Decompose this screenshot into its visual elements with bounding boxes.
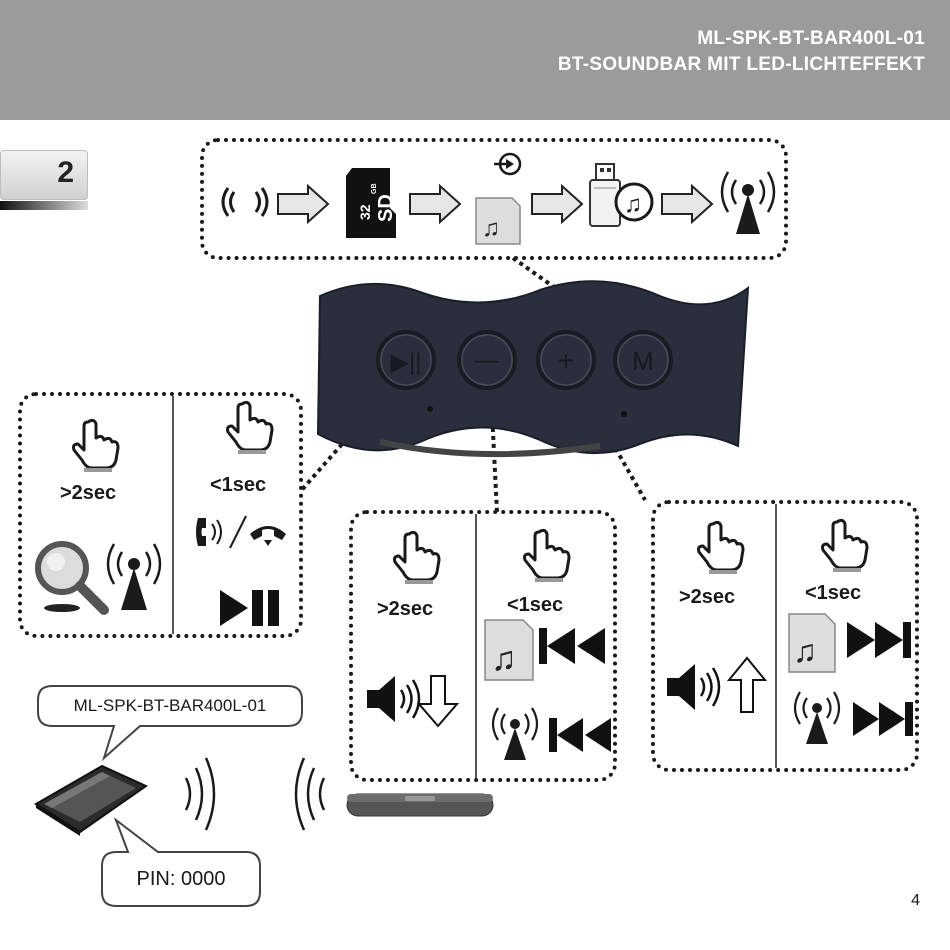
mode-button[interactable]: M [615, 332, 671, 388]
hand-press-icon [224, 400, 274, 454]
mode-label: M [632, 346, 654, 376]
short-press-label: <1sec [507, 594, 563, 617]
fm-radio-icon [722, 172, 774, 234]
arrow-icon [278, 186, 328, 222]
plus-button-functions-box: >2sec <1sec ♫ [651, 500, 919, 772]
mode-sequence-box: 32 GB SD ♫ ♫ [200, 138, 788, 260]
long-press-label: >2sec [377, 598, 433, 621]
volume-minus-button[interactable]: — [459, 332, 515, 388]
sd-card-icon: 32 GB SD [346, 168, 397, 238]
volume-up-icon [665, 656, 769, 716]
play-pause-icon [218, 588, 288, 628]
soundbar-icon [345, 790, 495, 820]
volume-plus-button[interactable]: + [538, 332, 594, 388]
aux-in-icon: ♫ [476, 154, 520, 244]
fm-radio-icon [104, 538, 164, 608]
minus-button-functions-box: >2sec <1sec ♫ [349, 510, 617, 782]
tablet-icon [30, 760, 150, 840]
volume-down-icon [365, 672, 465, 728]
device-name-bubble: ML-SPK-BT-BAR400L-01 [38, 686, 302, 726]
sd-capacity: 32 [357, 204, 373, 220]
minus-label: — [475, 347, 499, 374]
call-controls [192, 512, 292, 552]
hand-press-icon [391, 530, 441, 584]
music-previous-icon: ♫ [483, 618, 613, 684]
bluetooth-icon [223, 188, 267, 216]
play-button-functions-box: >2sec <1sec [18, 392, 303, 638]
wireless-signal-icon [180, 744, 330, 844]
sd-type: SD [375, 194, 397, 222]
sd-unit: GB [371, 184, 378, 195]
plus-label: + [558, 345, 574, 376]
pin-bubble: PIN: 0000 [102, 852, 260, 906]
play-pause-button[interactable]: ▶|| [378, 332, 434, 388]
hand-press-icon [521, 528, 571, 582]
arrow-icon [410, 186, 460, 222]
svg-text:♫: ♫ [482, 215, 500, 242]
long-press-label: >2sec [60, 482, 116, 505]
svg-text:♫: ♫ [624, 191, 642, 218]
divider [172, 396, 174, 634]
short-press-label: <1sec [210, 474, 266, 497]
divider [475, 514, 477, 778]
hand-press-icon [819, 518, 869, 572]
phone-call-icon [196, 518, 221, 546]
short-press-label: <1sec [805, 582, 861, 605]
usb-music-icon: ♫ [590, 164, 652, 226]
search-icon [30, 536, 110, 616]
play-pause-label: ▶|| [391, 349, 422, 376]
long-press-label: >2sec [679, 586, 735, 609]
hand-press-icon [695, 520, 745, 574]
music-next-icon: ♫ [787, 612, 917, 676]
svg-text:♫: ♫ [491, 640, 517, 678]
arrow-icon [662, 186, 712, 222]
arrow-icon [532, 186, 582, 222]
hang-up-icon [250, 526, 286, 546]
svg-text:♫: ♫ [793, 633, 817, 669]
divider [775, 504, 777, 768]
speaker-control-panel: ▶|| — + M [310, 274, 760, 469]
radio-next-icon [789, 690, 919, 746]
hand-press-icon [70, 418, 120, 472]
page-number: 4 [911, 892, 920, 910]
radio-previous-icon [487, 706, 617, 762]
